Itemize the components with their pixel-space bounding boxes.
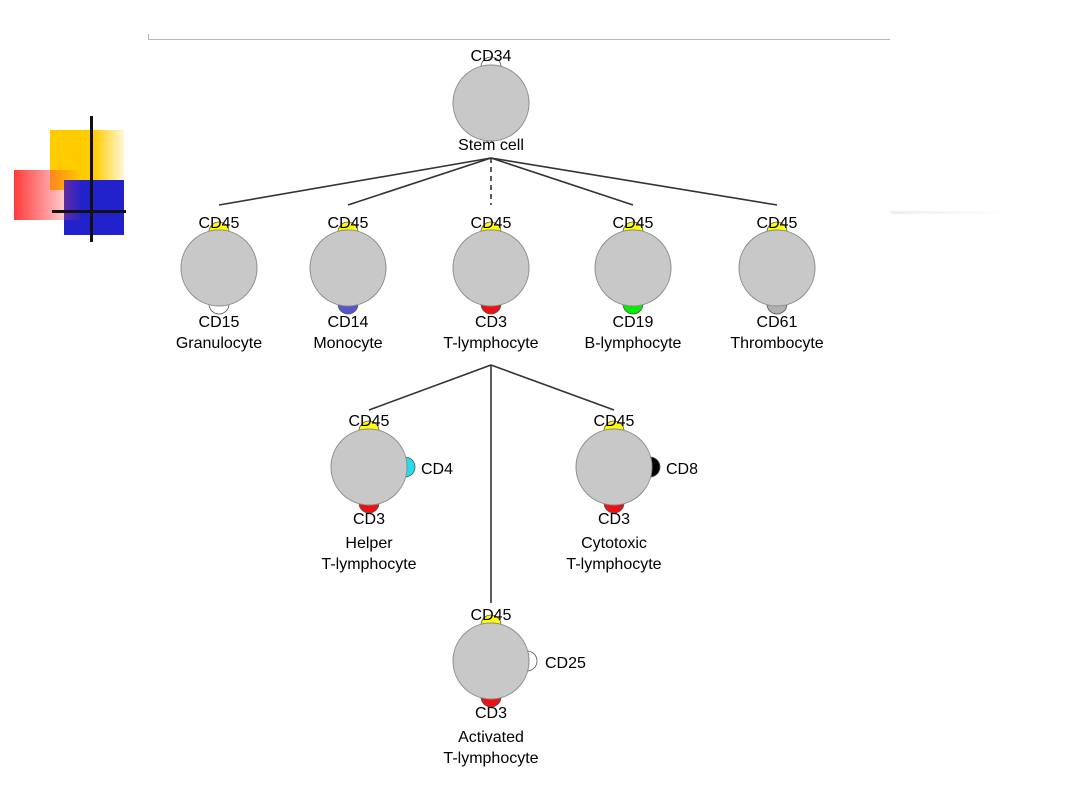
thrombocyte-bottom-marker — [766, 303, 788, 315]
activated-top-marker-label: CD45 — [471, 607, 512, 624]
cytotoxic-cd3-marker — [603, 502, 625, 514]
granulocyte-name-label: Granulocyte — [176, 335, 262, 352]
helper-name-line2: T-lymphocyte — [321, 556, 416, 573]
t-lymphocyte-name-label: T-lymphocyte — [443, 335, 538, 352]
t-lymphocyte-cell — [452, 229, 530, 307]
stem-cell-label: Stem cell — [458, 137, 524, 154]
granulocyte-top-marker-label: CD45 — [199, 215, 240, 232]
b-lymphocyte-cell — [594, 229, 672, 307]
activated-cd3-marker — [480, 696, 502, 708]
thrombocyte-top-marker-label: CD45 — [757, 215, 798, 232]
monocyte-name-label: Monocyte — [313, 335, 382, 352]
monocyte-top-marker-label: CD45 — [328, 215, 369, 232]
t-lymphocyte-cd45-marker — [480, 221, 502, 233]
monocyte-cell — [309, 229, 387, 307]
b-lymphocyte-bottom-marker-label: CD19 — [613, 314, 654, 331]
helper-side-marker — [404, 456, 416, 478]
cytotoxic-side-marker-label: CD8 — [666, 461, 698, 478]
helper-cd3-marker — [358, 502, 380, 514]
t-lymphocyte-bottom-marker-label: CD3 — [475, 314, 507, 331]
t-to-cytotoxic-line — [490, 364, 615, 411]
activated-cell — [452, 622, 530, 700]
activated-side-marker-label: CD25 — [545, 655, 586, 672]
b-lymphocyte-name-label: B-lymphocyte — [585, 335, 682, 352]
stem-marker-label: CD34 — [471, 48, 512, 65]
helper-cell — [330, 428, 408, 506]
cytotoxic-name-line1: Cytotoxic — [581, 535, 647, 552]
stem-to-thrombocyte-line — [490, 157, 778, 206]
t-lymphocyte-bottom-marker — [480, 303, 502, 315]
thrombocyte-cd45-marker — [766, 221, 788, 233]
granulocyte-cell — [180, 229, 258, 307]
cytotoxic-cd45-marker — [603, 420, 625, 432]
t-lymphocyte-top-marker-label: CD45 — [471, 215, 512, 232]
cd34-marker — [480, 56, 502, 68]
t-to-helper-line — [368, 364, 492, 411]
b-lymphocyte-top-marker-label: CD45 — [613, 215, 654, 232]
activated-name-line2: T-lymphocyte — [443, 750, 538, 767]
cytotoxic-side-marker — [649, 456, 661, 478]
granulocyte-bottom-marker-label: CD15 — [199, 314, 240, 331]
monocyte-bottom-marker — [337, 303, 359, 315]
granulocyte-cd45-marker — [208, 221, 230, 233]
activated-name-line1: Activated — [458, 729, 524, 746]
helper-top-marker-label: CD45 — [349, 413, 390, 430]
cytotoxic-cell — [575, 428, 653, 506]
activated-side-marker — [526, 650, 538, 672]
activated-bottom-marker-label: CD3 — [475, 705, 507, 722]
stem-cell — [452, 64, 530, 142]
b-lymphocyte-bottom-marker — [622, 303, 644, 315]
thrombocyte-cell — [738, 229, 816, 307]
helper-cd45-marker — [358, 420, 380, 432]
slide-logo — [14, 116, 126, 242]
stem-to-monocyte-line — [347, 157, 492, 206]
stem-to-b-lymphocyte-line — [490, 157, 634, 206]
side-rule — [890, 211, 1010, 214]
monocyte-bottom-marker-label: CD14 — [328, 314, 369, 331]
helper-name-line1: Helper — [345, 535, 393, 552]
activated-cd45-marker — [480, 614, 502, 626]
top-rule — [148, 39, 890, 40]
cytotoxic-name-line2: T-lymphocyte — [566, 556, 661, 573]
cytotoxic-top-marker-label: CD45 — [594, 413, 635, 430]
granulocyte-bottom-marker — [208, 303, 230, 315]
monocyte-cd45-marker — [337, 221, 359, 233]
thrombocyte-bottom-marker-label: CD61 — [757, 314, 798, 331]
helper-side-marker-label: CD4 — [421, 461, 453, 478]
top-rule-tick — [148, 34, 149, 40]
thrombocyte-name-label: Thrombocyte — [730, 335, 823, 352]
logo-horizontal-line — [52, 210, 126, 213]
stem-to-granulocyte-line — [218, 157, 492, 206]
b-lymphocyte-cd45-marker — [622, 221, 644, 233]
cytotoxic-bottom-marker-label: CD3 — [598, 511, 630, 528]
logo-vertical-line — [90, 116, 93, 242]
helper-bottom-marker-label: CD3 — [353, 511, 385, 528]
